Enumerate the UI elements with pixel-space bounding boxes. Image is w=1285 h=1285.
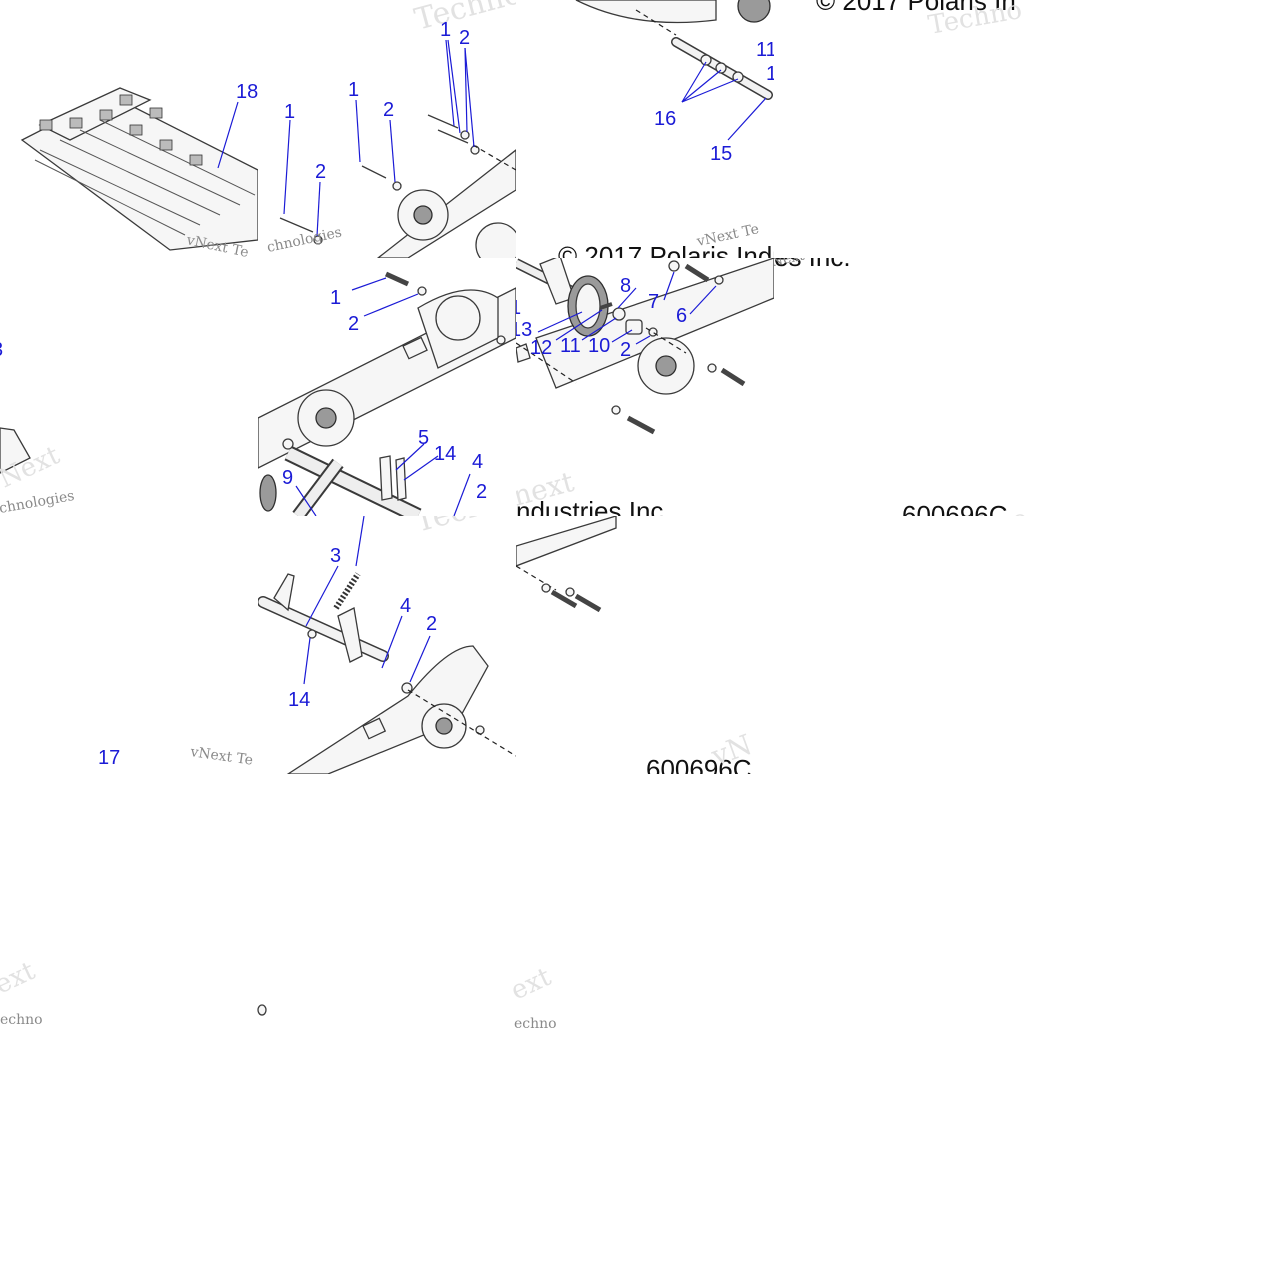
rail-part <box>286 645 489 774</box>
diagram-tile-shaft: 11 1 16 15 © 2017 Polaris Industries Inc… <box>516 0 774 258</box>
diagram-tile-left-strip: 3 Next chnologies <box>0 258 258 516</box>
rail-part <box>376 149 516 258</box>
watermark-fragment: echno <box>514 1016 557 1032</box>
watermark-fragment: vNext Te <box>188 744 254 769</box>
callout-12: 12 <box>530 337 552 359</box>
diagram-tile-center: 1 2 5 14 4 2 9 <box>258 258 516 516</box>
callout-1: 1 <box>348 79 359 101</box>
part-number: 600696C <box>902 500 1008 516</box>
diagram-tile-track: 18 vNext Te <box>0 0 258 258</box>
pivot-arm <box>259 438 422 516</box>
callout-6: 6 <box>676 305 687 327</box>
diagram-tile-copyright: © 2017 Polaris In Techno <box>774 0 1032 258</box>
rail-part <box>258 287 516 469</box>
spring-part <box>333 516 365 610</box>
watermark-fragment: ext <box>0 956 40 1001</box>
callout-17: 17 <box>98 747 120 769</box>
pivot-shaft <box>258 573 413 694</box>
callout-3: 3 <box>330 545 341 567</box>
callout-15: 15 <box>710 143 732 165</box>
diagram-tile-left-bottom: 17 vNext Te <box>0 516 258 774</box>
cross-shaft <box>671 37 773 100</box>
callout-1: 1 <box>766 63 774 85</box>
bolt-set <box>384 271 506 345</box>
callout-13: 13 <box>516 319 532 341</box>
copyright-text: © 2017 Polaris Industries Inc. <box>558 241 774 258</box>
copyright-text: © 2017 Polaris In <box>816 0 1016 16</box>
track-part <box>20 87 258 251</box>
callout-1: 1 <box>330 287 341 309</box>
callout-11: 11 <box>756 39 774 61</box>
bolt-set <box>279 114 480 245</box>
callout-2: 2 <box>476 481 487 503</box>
callout-2: 2 <box>348 313 359 335</box>
callout-2: 2 <box>620 339 631 361</box>
callout-1: 1 <box>284 101 295 123</box>
diagram-tile-idler: 8 7 6 1 13 12 11 10 2 next ndustries Inc… <box>516 258 774 516</box>
callout-16: 16 <box>654 108 676 130</box>
callout-14: 14 <box>288 689 310 711</box>
callout-1: 1 <box>516 297 521 319</box>
diagram-tile-bolts-upper: Technolo <box>258 0 516 258</box>
callout-7: 7 <box>648 291 659 313</box>
callout-4: 4 <box>400 595 411 617</box>
callout-5: 5 <box>418 427 429 449</box>
callout-8: 8 <box>620 275 631 297</box>
callout-18: 18 <box>236 81 258 103</box>
callout-2: 2 <box>315 161 326 183</box>
diagram-tile-right-top: es Inc. vNext Te 600696C Techno <box>774 258 1032 516</box>
callout-fragment: 3 <box>0 339 3 361</box>
callout-14: 14 <box>434 443 456 465</box>
part-number: 600696C <box>646 754 752 774</box>
track-illustration: 18 vNext Te <box>20 81 258 258</box>
callout-2: 2 <box>459 27 470 49</box>
callout-2: 2 <box>426 613 437 635</box>
diagram-tile-bottom-strip: ologies ext echno ext echno vNext Te <box>0 774 774 1032</box>
watermark-fragment: chnologies <box>266 224 344 255</box>
diagram-tile-bolts-lower: 600696C vN <box>516 516 774 774</box>
washer-part <box>257 1004 267 1016</box>
watermark-fragment: ext <box>506 962 556 1007</box>
watermark-fragment: Techno <box>411 516 516 540</box>
callout-1: 1 <box>440 19 451 41</box>
watermark-fragment: echno <box>0 1012 43 1028</box>
callout-4: 4 <box>472 451 483 473</box>
copyright-text: es Inc. <box>774 258 851 272</box>
copyright-text: ndustries Inc. <box>516 496 671 516</box>
callout-10: 10 <box>588 335 610 357</box>
callout-11: 11 <box>560 335 581 357</box>
diagram-tile-spring: Techno <box>258 516 516 774</box>
callout-2: 2 <box>383 99 394 121</box>
idler-wheel-assembly <box>516 258 774 435</box>
callout-9: 9 <box>282 467 293 489</box>
